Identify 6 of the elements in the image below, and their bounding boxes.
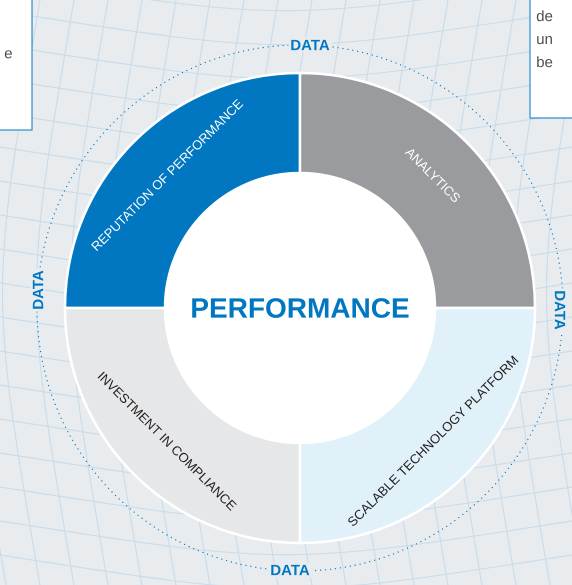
data-label: DATA — [268, 562, 312, 578]
text-box: de un be — [530, 0, 572, 118]
data-label: DATA — [30, 268, 46, 312]
data-label: DATA — [552, 288, 568, 332]
text-box: e — [0, 0, 32, 130]
data-label: DATA — [288, 38, 332, 52]
